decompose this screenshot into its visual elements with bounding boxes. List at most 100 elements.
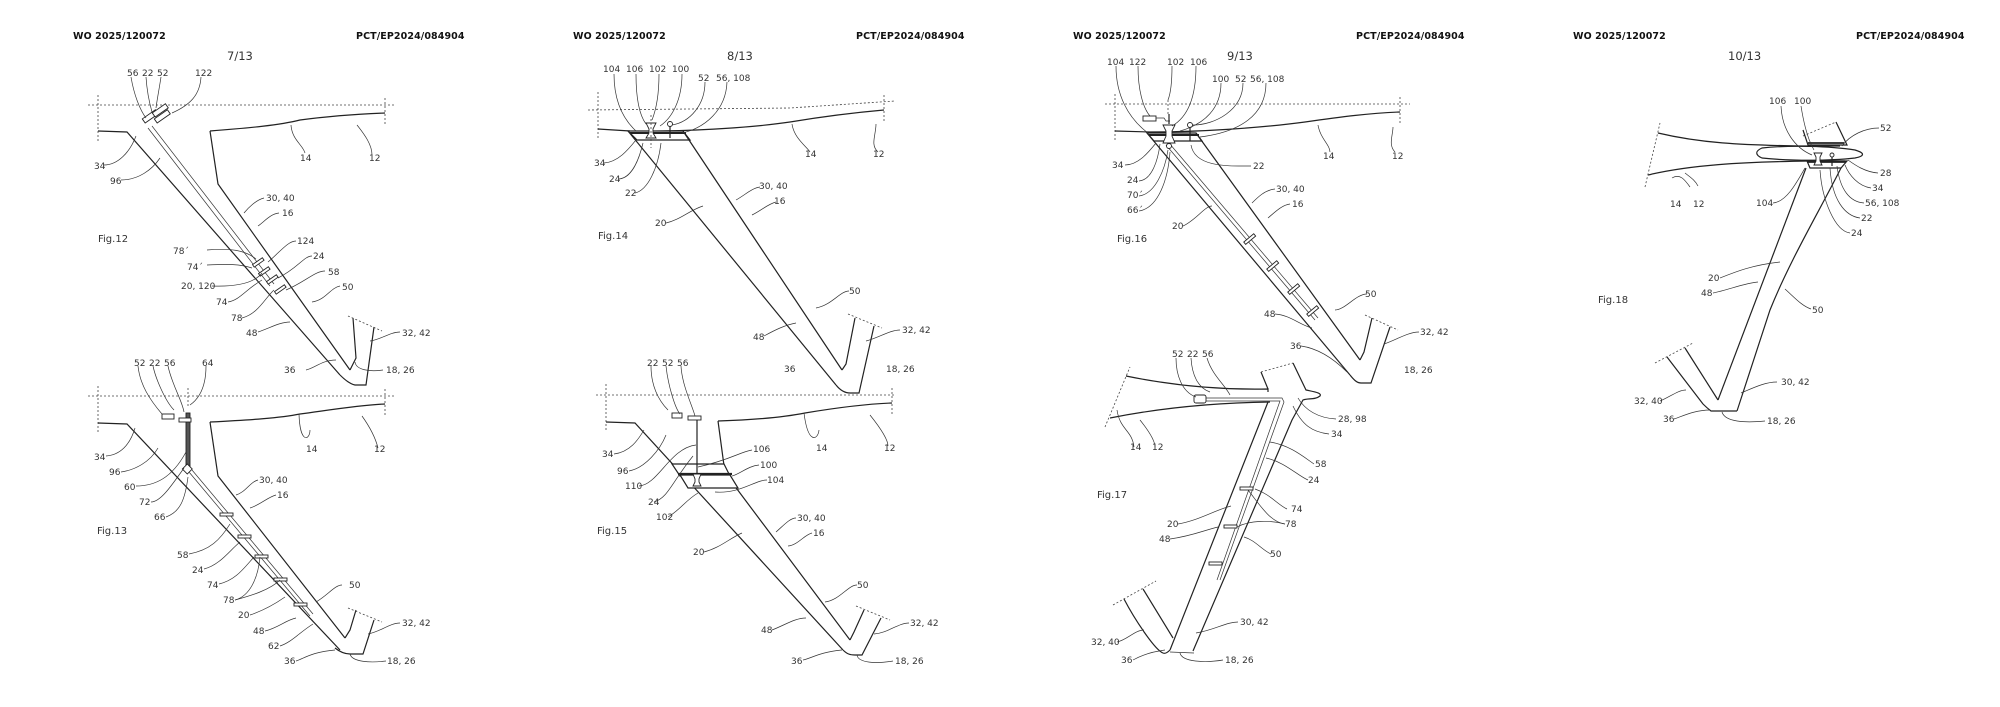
foil-trailing-edge <box>209 421 346 639</box>
clamp <box>1287 283 1301 296</box>
page-number: 8/13 <box>727 49 753 63</box>
figure-15: Fig.15 <box>596 359 939 667</box>
foil-tip-inner <box>1684 347 1719 401</box>
reference-numeral: 32, 42 <box>1420 328 1449 338</box>
reference-numeral: 100 <box>760 461 777 471</box>
foil-trailing-edge <box>717 420 851 641</box>
section-line <box>1802 121 1837 137</box>
reference-numeral: 34 <box>1331 430 1343 440</box>
fastener-head <box>1829 152 1835 158</box>
reference-numeral: 16 <box>282 209 294 219</box>
page-number: 9/13 <box>1227 49 1253 63</box>
foil-leading-edge <box>605 421 844 651</box>
clamp <box>273 577 288 582</box>
drawing-sheet-9: Fig.16 <box>1091 58 1449 666</box>
reference-numeral: 52 <box>1235 75 1246 85</box>
actuator-mount <box>687 415 702 421</box>
fastener <box>645 122 657 139</box>
reference-numeral: 20 <box>1167 520 1179 530</box>
reference-numeral: 102 <box>656 513 673 523</box>
foil-tip <box>842 617 882 656</box>
reference-numeral: 30, 40 <box>259 476 288 486</box>
reference-numeral: 30, 40 <box>266 194 295 204</box>
reference-numeral: 12 <box>884 444 895 454</box>
reference-numeral: 48 <box>246 329 258 339</box>
leader-lines <box>1116 357 1337 662</box>
conduit <box>188 471 311 617</box>
reference-numeral: 22 <box>142 69 153 79</box>
reference-numeral: 36 <box>284 657 296 667</box>
reference-numeral: 48 <box>1159 535 1171 545</box>
leader-lines <box>1659 105 1880 423</box>
reference-numeral: 48 <box>761 626 773 636</box>
actuator-arm <box>1156 117 1170 122</box>
clamp <box>1243 233 1257 246</box>
reference-numeral: 48 <box>1701 289 1713 299</box>
reference-numeral: 56 <box>127 69 139 79</box>
reference-numeral: 18, 26 <box>1225 656 1254 666</box>
reference-numeral: 78 <box>1285 520 1297 530</box>
reference-numeral: 34 <box>602 450 614 460</box>
reference-numeral: 100 <box>1212 75 1229 85</box>
reference-numeral: 14 <box>805 150 817 160</box>
reference-numeral: 56, 108 <box>716 74 751 84</box>
foil-leading-edge <box>1169 401 1269 651</box>
reference-numeral: 56, 108 <box>1865 199 1900 209</box>
tip-edge <box>1169 651 1195 654</box>
reference-numeral: 50 <box>342 283 354 293</box>
conduit <box>191 469 314 615</box>
reference-numeral: 32, 40 <box>1634 397 1663 407</box>
foil-tip-inner <box>1142 588 1174 639</box>
reference-numeral: 14 <box>816 444 828 454</box>
conduit <box>1206 400 1281 581</box>
foil-tip-inner <box>349 317 357 371</box>
actuator-part <box>153 109 171 124</box>
reference-numeral: 36 <box>1121 656 1133 666</box>
reference-numeral: 56 <box>677 359 689 369</box>
publication-number: WO 2025/120072 <box>73 31 166 42</box>
reference-numeral: 122 <box>1129 58 1146 68</box>
foil-leading-edge <box>1717 167 1807 401</box>
reference-numeral: 48 <box>253 627 265 637</box>
reference-numeral: 18, 26 <box>1404 366 1433 376</box>
reference-numeral: 58 <box>177 551 189 561</box>
reference-numeral: 56 <box>1202 350 1214 360</box>
reference-numeral: 32, 40 <box>1091 638 1120 648</box>
publication-number: WO 2025/120072 <box>1073 31 1166 42</box>
reference-numeral: 22 <box>647 359 658 369</box>
reference-numeral: 104 <box>1107 58 1124 68</box>
reference-numeral: 14 <box>1670 200 1682 210</box>
figure-label: Fig.18 <box>1598 295 1628 306</box>
reference-numeral: 50 <box>349 581 361 591</box>
reference-numeral: 52 <box>698 74 709 84</box>
fastener-head <box>667 121 673 127</box>
foil-trailing-edge <box>1195 132 1361 361</box>
figure-label: Fig.13 <box>97 526 127 537</box>
patent-sheet-8: WO 2025/120072 PCT/EP2024/084904 8/13 Fi… <box>500 0 1000 707</box>
reference-numeral: 20 <box>693 548 705 558</box>
patent-sheet-9: WO 2025/120072 PCT/EP2024/084904 9/13 <box>1000 0 1500 707</box>
reference-numeral: 24 <box>192 566 204 576</box>
leader-lines <box>1115 65 1420 373</box>
reference-numeral: 18, 26 <box>895 657 924 667</box>
reference-numeral: 24 <box>1127 176 1139 186</box>
reference-numeral: 52 <box>157 69 168 79</box>
reference-numeral: 50 <box>1270 550 1282 560</box>
figure-14: Fig.14 104 106 <box>587 65 931 394</box>
foil-tip-inner <box>849 609 865 641</box>
actuator <box>1193 394 1207 404</box>
reference-numeral: 78 <box>223 596 235 606</box>
reference-numeral: 96 <box>109 468 121 478</box>
leader-lines <box>103 76 401 372</box>
fastener <box>692 473 702 487</box>
application-number: PCT/EP2024/084904 <box>1856 31 1965 42</box>
reference-numeral: 12 <box>1152 443 1163 453</box>
reference-numeral: 18, 26 <box>386 366 415 376</box>
reference-numeral: 12 <box>873 150 884 160</box>
foil-trailing-edge <box>209 130 351 371</box>
foil-tip <box>1349 326 1391 384</box>
hull-surface <box>717 402 893 422</box>
reference-numeral: 28, 98 <box>1338 415 1367 425</box>
foil-tip <box>1666 356 1737 412</box>
reference-numeral: 16 <box>277 491 289 501</box>
